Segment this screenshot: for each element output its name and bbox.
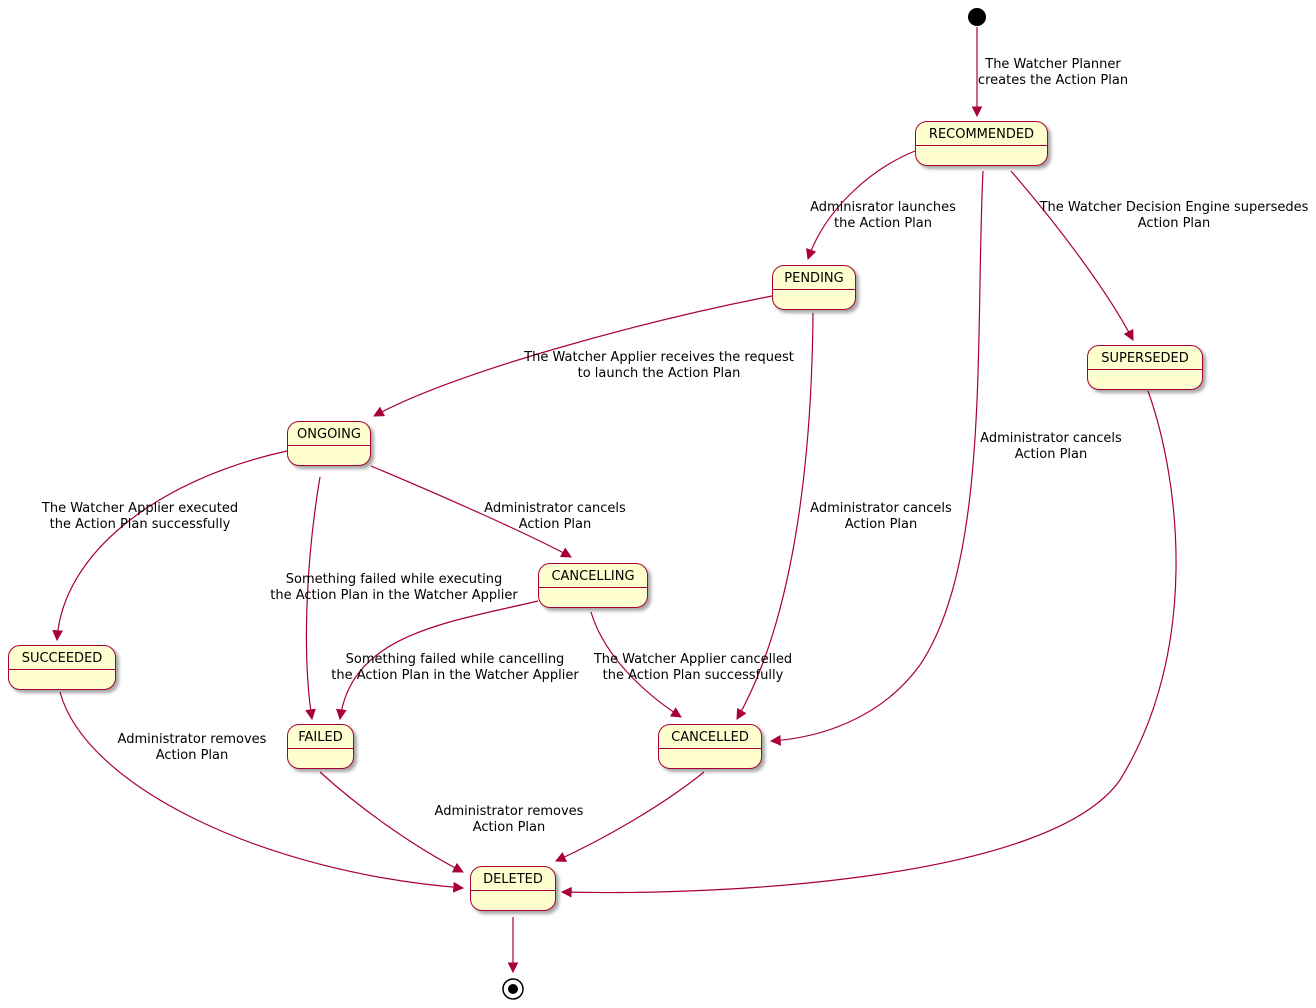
state-divider bbox=[288, 748, 353, 749]
edge-recommended-cancelled bbox=[769, 170, 984, 746]
edge-ongoing-cancelling bbox=[370, 465, 572, 558]
state-cancelled-label: CANCELLED bbox=[671, 730, 749, 745]
state-body bbox=[773, 290, 855, 309]
state-succeeded-label: SUCCEEDED bbox=[21, 651, 103, 666]
state-divider bbox=[9, 669, 115, 670]
state-body bbox=[288, 446, 370, 465]
edge-cancelling-failed bbox=[336, 600, 539, 721]
state-cancelled: CANCELLED bbox=[658, 724, 762, 769]
edge-ongoing-failed bbox=[305, 476, 321, 721]
state-body bbox=[471, 891, 555, 910]
state-body bbox=[916, 146, 1047, 165]
final-state-node-inner bbox=[508, 984, 518, 994]
state-recommended-label: RECOMMENDED bbox=[928, 127, 1035, 142]
state-ongoing-label: ONGOING bbox=[297, 427, 361, 442]
state-pending-label: PENDING bbox=[784, 271, 844, 286]
state-superseded: SUPERSEDED bbox=[1087, 345, 1203, 390]
transition-label-pending-ongoing: The Watcher Applier receives the request… bbox=[524, 350, 794, 381]
state-recommended: RECOMMENDED bbox=[915, 121, 1048, 166]
state-failed: FAILED bbox=[287, 724, 354, 769]
transition-label-ongoing-failed: Something failed while executing the Act… bbox=[270, 572, 518, 603]
edge-recommended-superseded bbox=[1010, 170, 1134, 341]
edge-recommended-pending bbox=[806, 150, 916, 261]
transition-label-failed-deleted: Administrator removes Action Plan bbox=[434, 804, 584, 835]
state-divider bbox=[539, 587, 647, 588]
state-cancelling: CANCELLING bbox=[538, 563, 648, 608]
edge-superseded-deleted bbox=[560, 390, 1177, 898]
state-succeeded: SUCCEEDED bbox=[8, 645, 116, 690]
transition-label-init-recommended: The Watcher Planner creates the Action P… bbox=[977, 57, 1129, 88]
state-cancelling-label: CANCELLING bbox=[551, 569, 635, 584]
state-divider bbox=[471, 890, 555, 891]
transition-label-ongoing-cancelling: Administrator cancels Action Plan bbox=[484, 501, 626, 532]
state-body bbox=[659, 749, 761, 768]
initial-state-node bbox=[968, 8, 986, 26]
edge-pending-ongoing bbox=[373, 295, 773, 417]
state-deleted: DELETED bbox=[470, 866, 556, 911]
state-body bbox=[9, 670, 115, 689]
state-deleted-label: DELETED bbox=[483, 872, 543, 887]
transition-label-recommended-pending: Adminisrator launches the Action Plan bbox=[810, 200, 956, 231]
transition-label-succeeded-deleted: Administrator removes Action Plan bbox=[117, 732, 267, 763]
state-body bbox=[539, 588, 647, 607]
edge-ongoing-succeeded bbox=[52, 450, 288, 642]
state-divider bbox=[916, 145, 1047, 146]
state-divider bbox=[773, 289, 855, 290]
state-body bbox=[288, 749, 353, 768]
state-failed-label: FAILED bbox=[298, 730, 343, 745]
state-divider bbox=[288, 445, 370, 446]
transition-label-recommended-cancelled: Administrator cancels Action Plan bbox=[980, 431, 1122, 462]
edge-cancelled-deleted bbox=[555, 771, 705, 862]
state-body bbox=[1088, 370, 1202, 389]
edge-cancelling-cancelled bbox=[590, 611, 682, 718]
transition-label-cancelling-cancelled: The Watcher Applier cancelled the Action… bbox=[593, 652, 793, 683]
edge-failed-deleted bbox=[319, 771, 464, 873]
edge-pending-cancelled bbox=[736, 312, 814, 720]
state-pending: PENDING bbox=[772, 265, 856, 310]
state-divider bbox=[659, 748, 761, 749]
transition-label-recommended-superseded: The Watcher Decision Engine supersedes A… bbox=[1039, 200, 1309, 231]
state-divider bbox=[1088, 369, 1202, 370]
transition-label-ongoing-succeeded: The Watcher Applier executed the Action … bbox=[41, 501, 239, 532]
state-superseded-label: SUPERSEDED bbox=[1101, 351, 1189, 366]
transition-label-cancelling-failed: Something failed while cancelling the Ac… bbox=[331, 652, 579, 683]
transition-label-pending-cancelled: Administrator cancels Action Plan bbox=[810, 501, 952, 532]
edge-succeeded-deleted bbox=[59, 691, 465, 893]
state-ongoing: ONGOING bbox=[287, 421, 371, 466]
